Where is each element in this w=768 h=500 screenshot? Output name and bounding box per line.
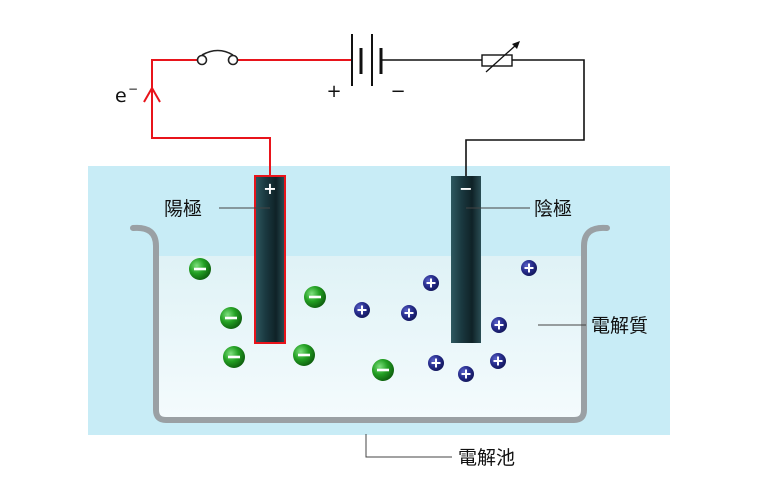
anion (372, 359, 394, 381)
battery-icon (351, 34, 383, 86)
electron-label: e (115, 85, 127, 107)
cathode-wire-return (465, 59, 585, 176)
anion (293, 344, 315, 366)
cathode-electrode (451, 176, 481, 343)
variable-resistor-icon (481, 41, 520, 73)
anode-electrode (254, 175, 286, 344)
anode-sign: + (263, 179, 276, 198)
cell-leader (365, 434, 452, 458)
cation (521, 260, 537, 276)
anion (223, 346, 245, 368)
cation (354, 302, 370, 318)
electrolyte-liquid (158, 256, 582, 418)
anode-label: 陽極 (164, 198, 202, 220)
anion (304, 286, 326, 308)
cathode-label: 陰極 (534, 198, 572, 220)
electron-superscript: − (128, 82, 138, 96)
battery-negative-label: − (390, 81, 405, 102)
anode-wire (151, 59, 271, 176)
switch-terminal-right (227, 54, 239, 66)
battery-positive-label: + (326, 81, 341, 102)
cathode-sign: − (459, 179, 472, 198)
cation (401, 305, 417, 321)
electron-arrow-icon (143, 85, 161, 103)
switch-lever (201, 49, 234, 56)
cation (490, 353, 506, 369)
cation (423, 275, 439, 291)
anion (189, 258, 211, 280)
switch-terminal-left (196, 54, 208, 66)
anion (220, 307, 242, 329)
electrolyte-label: 電解質 (591, 315, 648, 337)
cation (458, 366, 474, 382)
cation (491, 317, 507, 333)
cell-label: 電解池 (458, 447, 515, 469)
vessel (130, 224, 610, 423)
cation (428, 355, 444, 371)
